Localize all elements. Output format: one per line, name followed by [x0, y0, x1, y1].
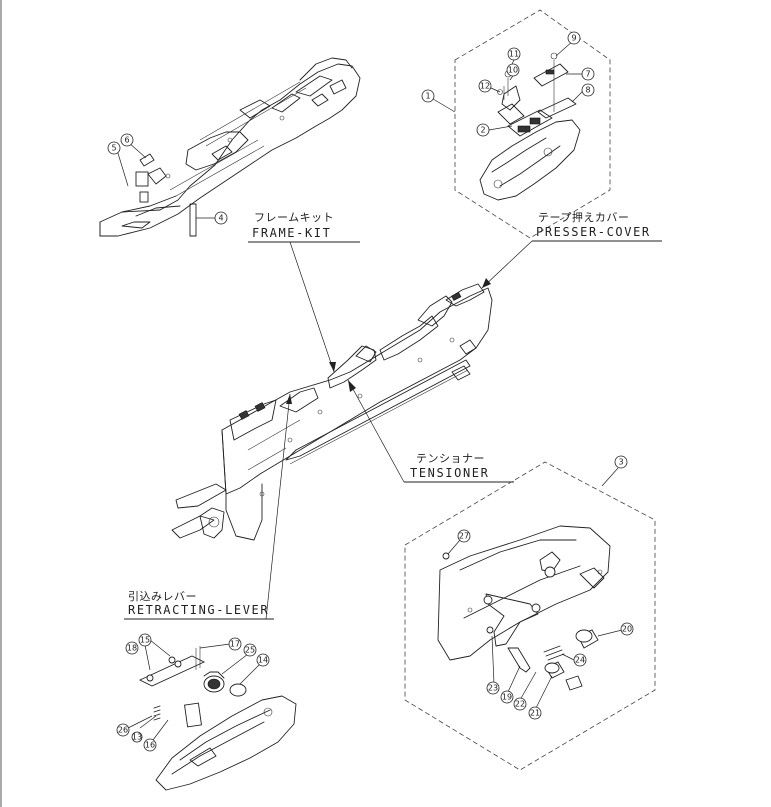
balloon-2: [476, 123, 490, 137]
frame-kit-balloons: 5 6 4: [107, 133, 228, 225]
svg-text:22: 22: [515, 700, 525, 709]
balloon-22: [513, 697, 527, 711]
balloon-17: [228, 637, 242, 651]
tensioner-drawing: [437, 525, 611, 691]
balloon-1: [421, 89, 435, 103]
balloon-15: [138, 633, 152, 647]
balloon-21: [528, 706, 542, 720]
label-frame-kit: フレームキット FRAME-KIT: [248, 211, 360, 373]
presser-cover-balloons: 9 11 10 12 7 8 2: [476, 31, 595, 137]
balloon-27: [457, 529, 471, 543]
retracting-lever-drawing: [138, 646, 297, 791]
svg-text:PRESSER-COVER: PRESSER-COVER: [536, 225, 651, 239]
svg-text:26: 26: [118, 726, 128, 735]
balloon-26: [116, 723, 130, 737]
balloon-3: [614, 455, 628, 469]
svg-text:テープ押えカバー: テープ押えカバー: [538, 210, 629, 224]
svg-text:6: 6: [124, 136, 129, 145]
svg-text:21: 21: [530, 709, 540, 718]
frame-kit-drawing: [99, 57, 361, 237]
balloon-12: [478, 79, 492, 93]
label-presser-cover: テープ押えカバー PRESSER-COVER: [481, 210, 662, 289]
balloon-6: [120, 133, 134, 147]
svg-text:5: 5: [111, 144, 116, 153]
balloon-13: [131, 731, 143, 743]
tensioner-region: 3: [404, 455, 656, 771]
balloon-13-group: 13: [131, 715, 157, 743]
svg-text:7: 7: [585, 70, 590, 79]
balloon-19: [500, 690, 514, 704]
svg-text:11: 11: [509, 50, 519, 59]
presser-cover-region: 1: [421, 9, 611, 239]
svg-text:引込みレバー: 引込みレバー: [128, 589, 197, 603]
balloon-4: [214, 211, 228, 225]
balloon-8: [581, 83, 595, 97]
balloon-10: [506, 63, 520, 77]
balloon-9: [567, 31, 581, 45]
label-tensioner: テンショナー TENSIONER: [347, 379, 514, 483]
svg-text:25: 25: [245, 646, 255, 655]
feeder-assembly-drawing: [171, 283, 493, 541]
svg-text:4: 4: [218, 214, 223, 223]
svg-text:16: 16: [145, 741, 155, 750]
label-retracting-lever: 引込みレバー RETRACTING-LEVER: [124, 393, 292, 620]
svg-text:15: 15: [140, 636, 150, 645]
svg-text:3: 3: [618, 458, 623, 467]
svg-text:24: 24: [575, 656, 585, 665]
svg-text:RETRACTING-LEVER: RETRACTING-LEVER: [128, 603, 269, 617]
balloon-23: [486, 681, 500, 695]
svg-text:17: 17: [230, 640, 240, 649]
balloon-25: [243, 643, 257, 657]
svg-text:13: 13: [132, 733, 142, 742]
balloon-24: [573, 653, 587, 667]
svg-text:23: 23: [488, 684, 498, 693]
svg-text:27: 27: [459, 532, 469, 541]
svg-text:9: 9: [571, 34, 576, 43]
balloon-11: [507, 47, 521, 61]
svg-text:20: 20: [622, 625, 632, 634]
svg-text:1: 1: [425, 92, 430, 101]
svg-text:19: 19: [502, 693, 512, 702]
svg-text:18: 18: [127, 644, 137, 653]
svg-text:2: 2: [480, 126, 485, 135]
balloon-16: [143, 738, 157, 752]
svg-text:10: 10: [508, 66, 518, 75]
svg-text:14: 14: [258, 656, 268, 665]
svg-text:TENSIONER: TENSIONER: [410, 466, 489, 480]
svg-text:12: 12: [480, 82, 490, 91]
svg-text:FRAME-KIT: FRAME-KIT: [252, 226, 331, 240]
svg-text:テンショナー: テンショナー: [416, 452, 485, 465]
balloon-20: [620, 622, 634, 636]
retracting-lever-balloons: 18 15 17 25 14 26 16: [116, 633, 270, 752]
presser-cover-drawing: [479, 52, 581, 201]
balloon-5: [107, 141, 121, 155]
balloon-14: [256, 653, 270, 667]
balloon-18: [125, 641, 139, 655]
balloon-7: [581, 67, 595, 81]
tensioner-balloons: 27 20 24 21 22 19 23: [447, 529, 634, 720]
svg-text:フレームキット: フレームキット: [254, 211, 334, 224]
svg-text:8: 8: [585, 86, 590, 95]
